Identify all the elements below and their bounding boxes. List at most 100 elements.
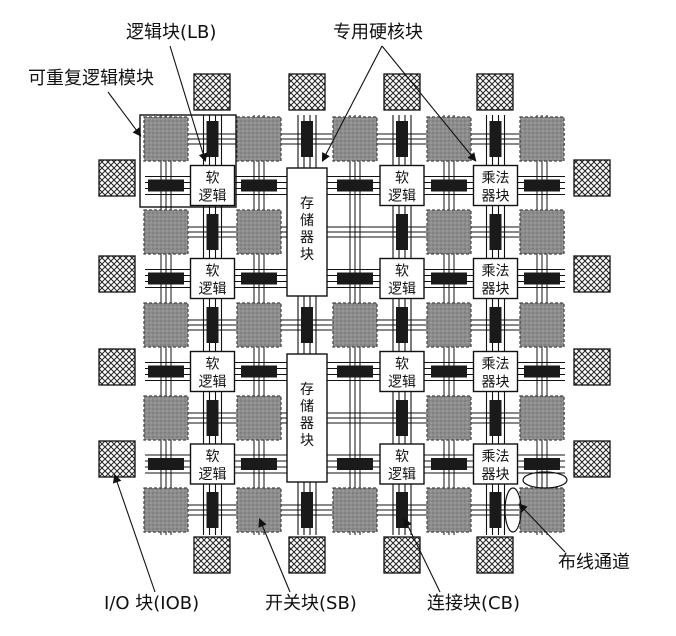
callout-switch [258, 517, 291, 593]
multiplier-block [472, 257, 519, 300]
io-block [193, 73, 231, 111]
callout-routing-channel [518, 503, 566, 553]
soft-logic-text: 软 [395, 171, 409, 187]
connection-block [337, 272, 373, 285]
multiplier-text: 器块 [482, 467, 510, 483]
label-logic-block: 逻辑块(LB) [126, 22, 217, 43]
memory-block-bottom [286, 353, 328, 483]
io-block [573, 159, 611, 197]
connection-block [301, 121, 313, 157]
soft-logic-block [379, 443, 425, 485]
soft-logic-text: 逻辑 [388, 189, 416, 205]
connection-block [524, 458, 560, 470]
connection-block [489, 121, 502, 157]
logic-block [236, 116, 282, 162]
logic-block [236, 302, 282, 348]
soft-logic-block [189, 164, 236, 207]
callout-io [112, 473, 156, 593]
logic-block [426, 116, 472, 162]
soft-logic-text: 逻辑 [199, 189, 227, 205]
connection-block [431, 365, 467, 378]
soft-logic-block [379, 257, 425, 300]
io-block [98, 255, 136, 293]
soft-logic-block [189, 257, 236, 300]
connection-block [431, 179, 467, 192]
logic-block [426, 302, 472, 348]
connection-block [148, 365, 184, 378]
connection-block [337, 179, 373, 192]
multiplier-text: 乘法 [482, 264, 510, 280]
soft-logic-text: 逻辑 [388, 282, 416, 298]
connection-block [206, 400, 219, 436]
multiplier-block [472, 350, 519, 393]
logic-block [332, 116, 378, 162]
logic-block [519, 395, 565, 441]
callout-hard-block-1 [321, 45, 383, 162]
connection-block [148, 179, 184, 192]
connection-block [206, 214, 219, 250]
multiplier-text: 器块 [482, 375, 510, 391]
multiplier-block [472, 443, 519, 485]
logic-block [236, 395, 282, 441]
connection-block [396, 400, 408, 436]
logic-block [143, 395, 189, 441]
connection-block [337, 458, 373, 470]
memory-block-top-text: 储 [300, 213, 314, 229]
callout-connection [403, 518, 441, 593]
soft-logic-text: 逻辑 [388, 467, 416, 483]
connection-block [206, 121, 219, 157]
connection-block [301, 307, 313, 343]
connection-block [148, 272, 184, 285]
logic-block [519, 116, 565, 162]
soft-logic-text: 逻辑 [199, 467, 227, 483]
multiplier-text: 器块 [482, 282, 510, 298]
connection-block [241, 179, 277, 192]
connection-block [524, 365, 560, 378]
connection-block [396, 307, 408, 343]
connection-block [489, 492, 502, 528]
logic-block [143, 209, 189, 255]
connection-block [489, 400, 502, 436]
memory-block-top [286, 167, 328, 297]
label-io-block: I/O 块(IOB) [104, 593, 200, 614]
reconfigurable-module-outline [139, 114, 237, 208]
io-blocks-layer [98, 73, 611, 574]
multiplier-text: 乘法 [482, 171, 510, 187]
hard-cells-layer: 软逻辑软逻辑乘法器块软逻辑软逻辑乘法器块软逻辑软逻辑乘法器块软逻辑软逻辑乘法器块… [189, 164, 519, 485]
io-block [383, 536, 421, 574]
connection-block [301, 492, 313, 528]
soft-logic-block [379, 350, 425, 393]
io-block [98, 440, 136, 478]
label-routing-channel: 布线通道 [558, 552, 630, 573]
logic-block [143, 302, 189, 348]
label-reconfigurable-logic-module: 可重复逻辑模块 [28, 68, 154, 89]
multiplier-text: 乘法 [482, 449, 510, 465]
connection-block [524, 272, 560, 285]
memory-block-top-text: 器 [300, 230, 314, 246]
io-block [98, 348, 136, 386]
soft-logic-text: 软 [206, 357, 220, 373]
soft-logic-text: 逻辑 [388, 375, 416, 391]
logic-block [519, 302, 565, 348]
connection-block [396, 214, 408, 250]
logic-block [236, 487, 282, 533]
soft-logic-text: 软 [395, 264, 409, 280]
memory-block-top-text: 块 [300, 247, 314, 263]
multiplier-text: 乘法 [482, 357, 510, 373]
routing-channel-ellipse-v [504, 487, 522, 533]
connection-block [489, 307, 502, 343]
connection-block [431, 458, 467, 470]
logic-block [236, 209, 282, 255]
logic-block [426, 395, 472, 441]
callouts-layer [107, 45, 568, 593]
soft-logic-block [189, 443, 236, 485]
blocks-layer [143, 116, 565, 533]
connection-block [241, 365, 277, 378]
multiplier-block [472, 164, 519, 207]
connection-block [524, 179, 560, 192]
connection-block [206, 307, 219, 343]
io-block [573, 255, 611, 293]
soft-logic-text: 软 [395, 449, 409, 465]
label-connection-block: 连接块(CB) [427, 593, 520, 614]
